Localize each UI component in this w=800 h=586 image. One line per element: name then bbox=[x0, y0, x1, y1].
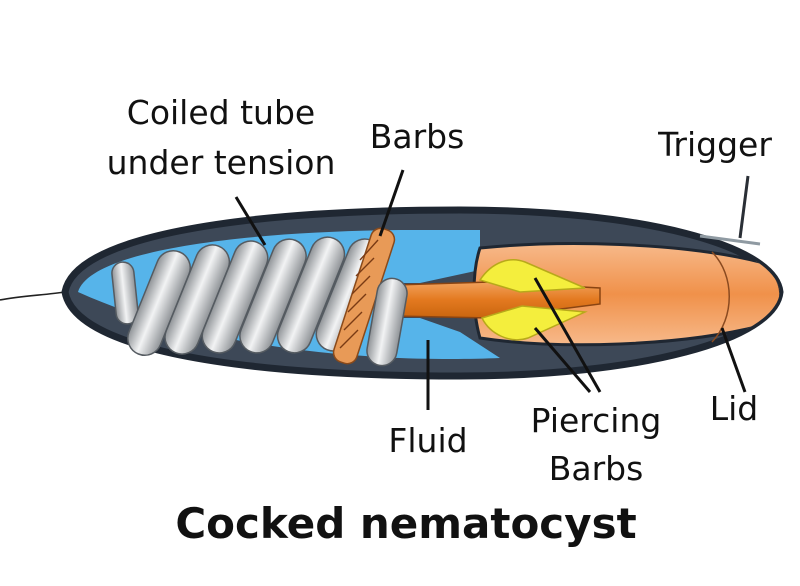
label-coiled-tube-line2: under tension bbox=[107, 143, 336, 182]
label-piercing-line1: Piercing bbox=[531, 401, 662, 440]
label-barbs: Barbs bbox=[370, 117, 465, 156]
label-coiled-tube-line1: Coiled tube bbox=[127, 93, 315, 132]
thread-line bbox=[0, 291, 66, 301]
piercing-barb-lower bbox=[480, 305, 588, 341]
trigger-base bbox=[699, 234, 761, 246]
lid-seam bbox=[711, 251, 730, 343]
label-fluid: Fluid bbox=[388, 421, 467, 460]
label-lid: Lid bbox=[710, 389, 759, 428]
piercing-barbs-leader-lower bbox=[533, 327, 592, 393]
barbs-leader bbox=[378, 169, 405, 237]
label-piercing-line2: Barbs bbox=[549, 449, 644, 488]
piercing-barb-upper bbox=[478, 259, 586, 293]
coiled-tube-leader bbox=[234, 196, 267, 246]
piercing-barbs-leader-upper bbox=[533, 277, 602, 393]
coil-front-loop bbox=[366, 277, 408, 367]
lid-leader bbox=[720, 327, 747, 393]
trigger-bristle bbox=[738, 175, 750, 239]
label-trigger: Trigger bbox=[657, 125, 772, 164]
diagram-title: Cocked nematocyst bbox=[175, 499, 636, 548]
